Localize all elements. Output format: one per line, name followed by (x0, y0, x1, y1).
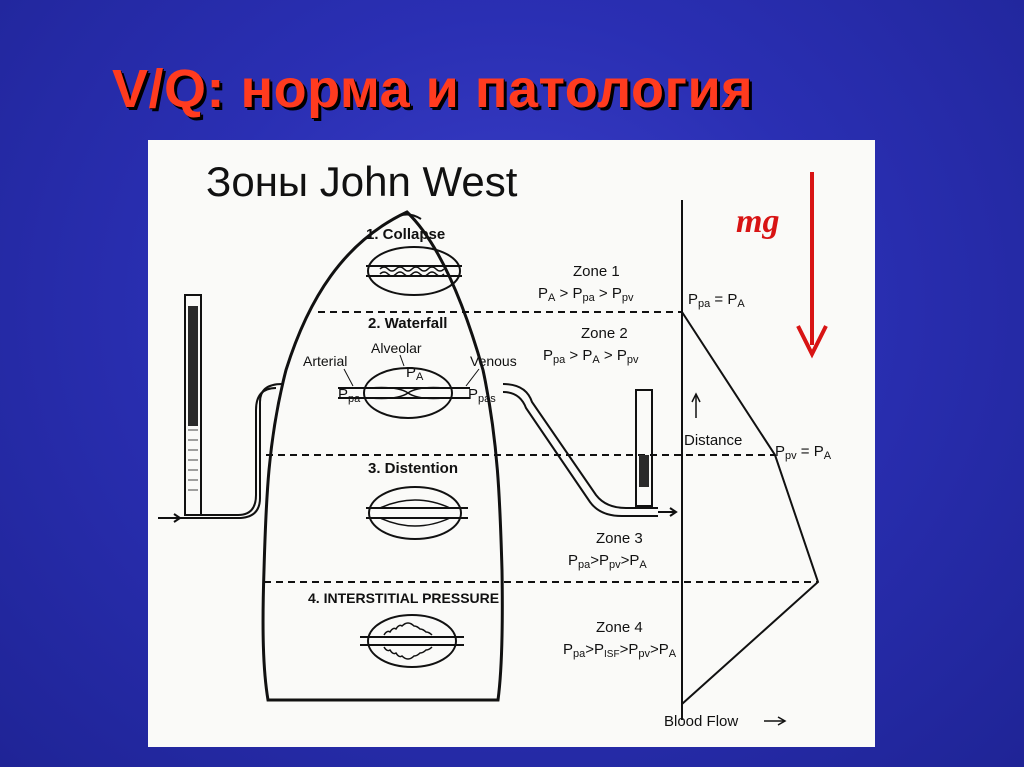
zone-1-label: Zone 1 (573, 263, 620, 280)
venous-label: Venous (470, 353, 517, 369)
p-alveolar-label: PA (406, 364, 424, 383)
blood-flow-graph: Distance Blood Flow Ppa = PA Ppv = PA (664, 200, 832, 730)
zone-2-label: Zone 2 (581, 325, 628, 342)
gravity-arrow: mg (736, 172, 828, 359)
blood-flow-curve (681, 311, 820, 705)
p-pas-label: Ppas (468, 386, 496, 405)
john-west-zones-figure: Зоны John West 1. Collapse 2. Waterfall … (148, 140, 875, 747)
slide-title: V/Q: норма и патология (112, 59, 754, 119)
vessel-interstitial (360, 614, 464, 668)
arterial-manometer (158, 294, 283, 523)
venous-manometer (502, 383, 678, 517)
zone-2-title: 2. Waterfall (368, 315, 447, 332)
zone-3-label: Zone 3 (596, 530, 643, 547)
lung-outline (261, 210, 504, 702)
zone-3-relation: Ppa>Ppv>PA (568, 552, 647, 571)
zone-3-title: 3. Distention (368, 460, 458, 477)
zone-4-label: Zone 4 (596, 619, 643, 636)
vessel-waterfall (338, 367, 470, 419)
distance-axis-label: Distance (684, 432, 742, 449)
zone-4-title: 4. INTERSTITIAL PRESSURE (308, 590, 499, 606)
vessel-collapse (366, 246, 462, 296)
ppa-equals-pa-mark: Ppa = PA (688, 291, 745, 310)
figure-heading: Зоны John West (206, 158, 518, 205)
zone-1-title: 1. Collapse (366, 226, 445, 243)
blood-flow-axis-label: Blood Flow (664, 713, 738, 730)
vessel-distention (366, 486, 468, 540)
arterial-label: Arterial (303, 353, 347, 369)
zone-2-relation: Ppa > PA > Ppv (543, 347, 639, 366)
alveolar-label: Alveolar (371, 340, 422, 356)
zone-4-relation: Ppa>PISF>Ppv>PA (563, 641, 677, 660)
ppv-equals-pa-mark: Ppv = PA (775, 443, 832, 462)
zone-1-relation: PA > Ppa > Ppv (538, 285, 634, 304)
p-pa-label: Ppa (338, 386, 361, 405)
gravity-label: mg (736, 203, 779, 240)
